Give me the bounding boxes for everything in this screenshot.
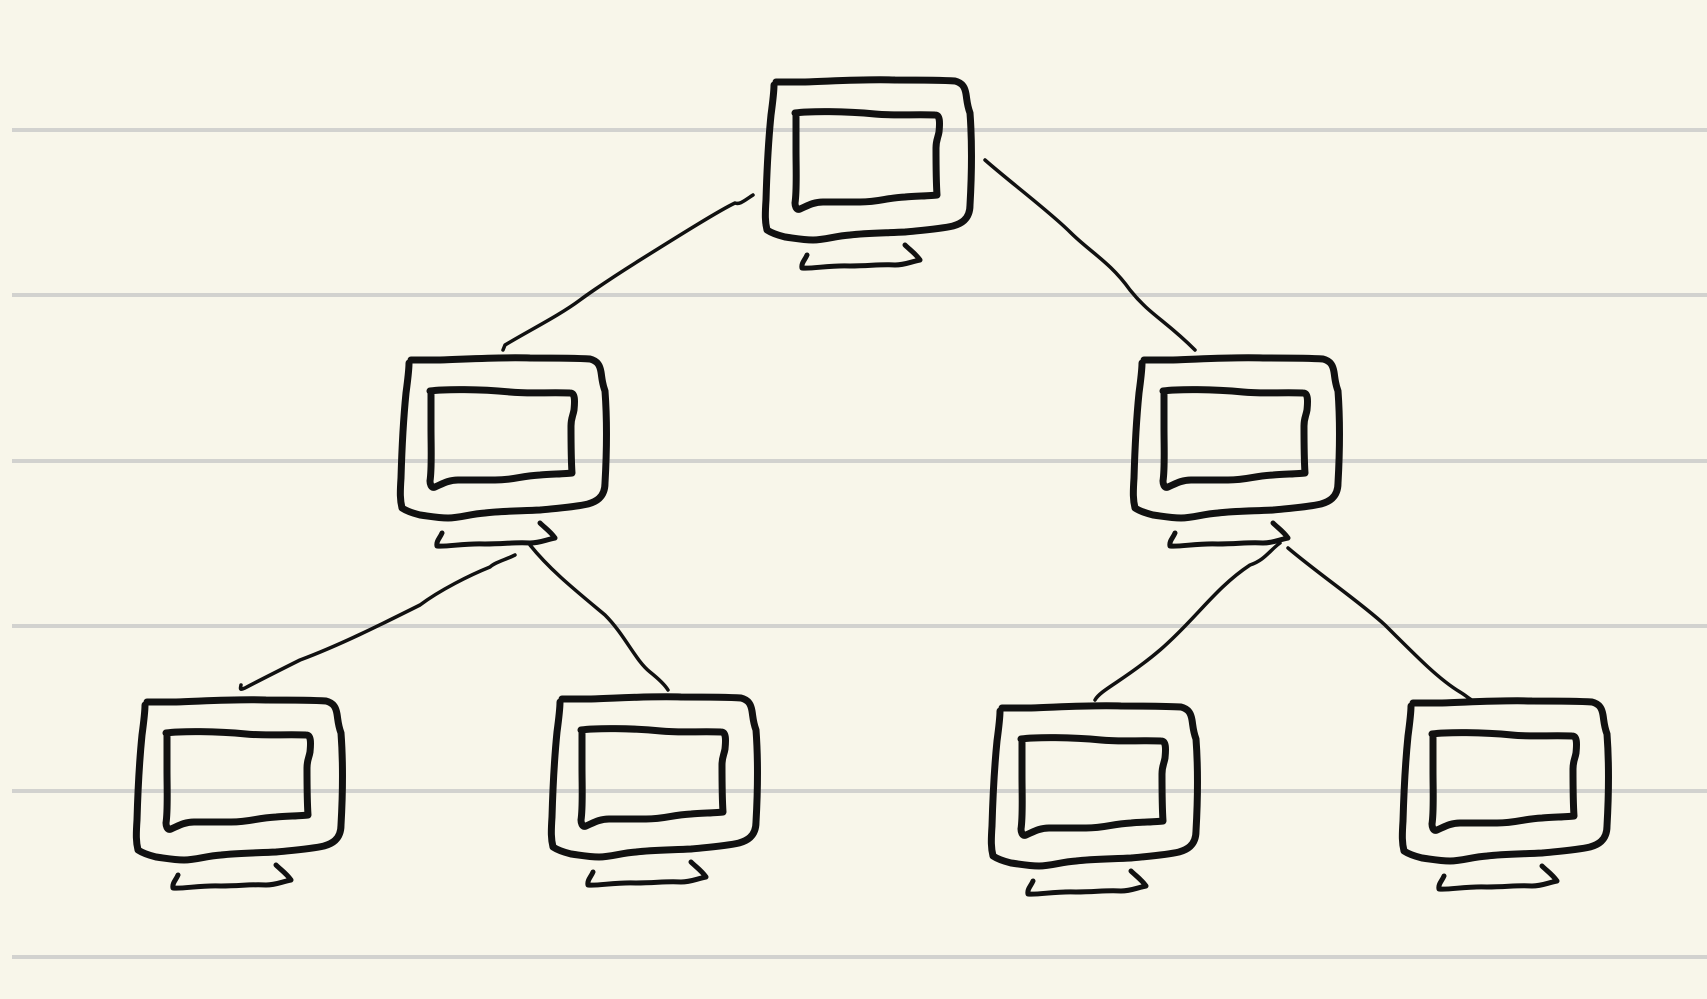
monitor-outer-frame [547, 693, 761, 861]
monitor-stand [1436, 863, 1560, 892]
monitor-screen [1159, 386, 1311, 491]
ruled-paper-lines [12, 128, 1707, 959]
monitor-outer-frame [761, 76, 975, 244]
monitor-stand [1025, 868, 1149, 897]
monitor-screen [1017, 734, 1169, 839]
monitor-icon [547, 693, 761, 888]
monitor-screen [577, 725, 729, 830]
tree-edge [238, 553, 517, 691]
tree-edge [1286, 546, 1482, 704]
monitor-stand [170, 862, 294, 891]
tree-edge [1093, 541, 1282, 702]
monitor-icon [1129, 354, 1343, 549]
monitor-stand [1167, 520, 1291, 549]
monitor-icon [132, 696, 346, 891]
monitor-stand [799, 242, 923, 271]
monitor-icon [1398, 697, 1612, 892]
monitor-outer-frame [1129, 354, 1343, 522]
tree-edge [528, 543, 670, 692]
monitor-outer-frame [396, 354, 610, 522]
monitor-stand [434, 520, 558, 549]
monitor-stand [585, 859, 709, 888]
monitor-screen [426, 386, 578, 491]
monitor-outer-frame [1398, 697, 1612, 865]
monitor-outer-frame [987, 702, 1201, 870]
tree-edge [501, 193, 755, 352]
monitor-icon [987, 702, 1201, 897]
tree-nodes [132, 76, 1612, 897]
monitor-screen [162, 728, 314, 833]
monitor-screen [1428, 729, 1580, 834]
tree-edge [983, 158, 1197, 352]
tree-edges [238, 158, 1482, 704]
monitor-screen [791, 108, 943, 213]
monitor-icon [396, 354, 610, 549]
monitor-icon [761, 76, 975, 271]
monitor-outer-frame [132, 696, 346, 864]
